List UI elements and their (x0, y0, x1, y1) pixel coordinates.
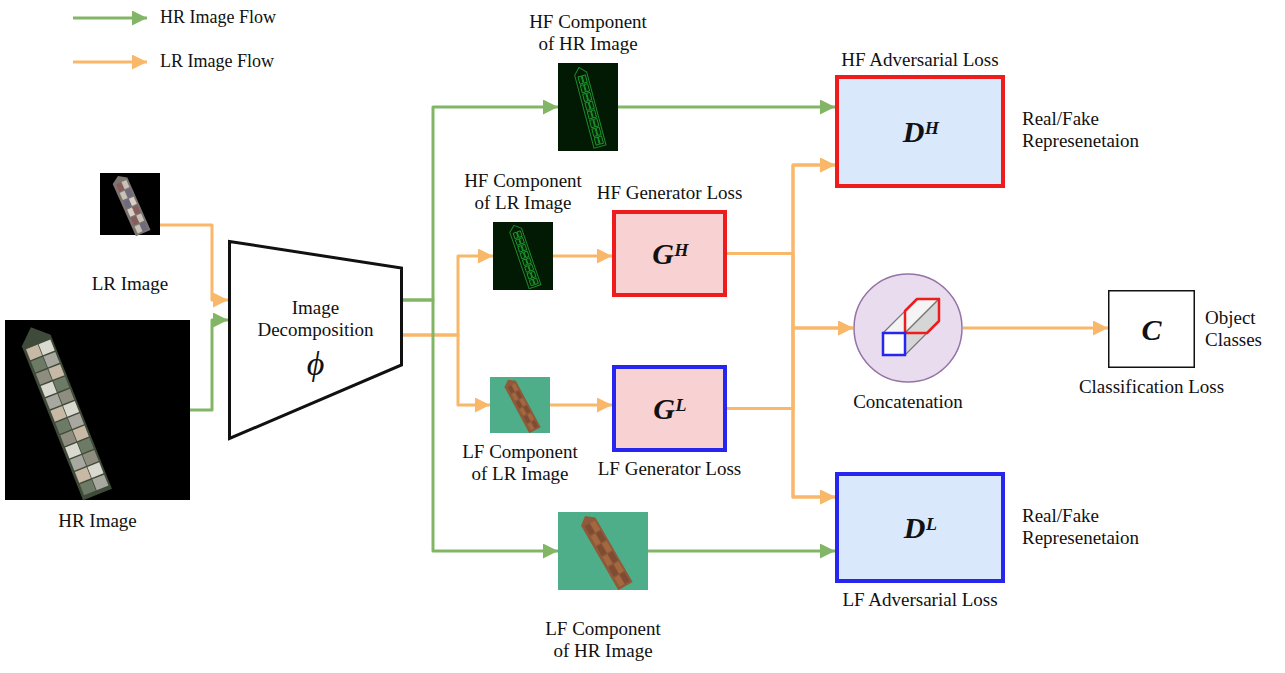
legend-swatch (73, 61, 147, 64)
image-thumbnail-shape (558, 512, 648, 590)
node-caption: HR Image (38, 510, 158, 532)
concat-icon (883, 299, 939, 355)
node-caption: HF Component of LR Image (458, 170, 588, 214)
flow-arrow (727, 254, 853, 329)
node-caption: HF Component of HR Image (523, 11, 653, 55)
side-note: Real/Fake Represenetaion (1022, 505, 1162, 549)
image-thumbnail-shape (490, 377, 550, 433)
node-content: Dᴴ (835, 75, 1005, 188)
node-caption: LR Image (75, 273, 185, 295)
ship-picture (558, 63, 618, 151)
flow-arrow (403, 335, 490, 405)
decomposition-block: Image Decomposition ϕ (228, 240, 403, 440)
node-content (100, 173, 160, 235)
flow-arrow (553, 255, 612, 258)
concat-circle-shape (853, 273, 963, 383)
flow-arrow (190, 320, 228, 410)
image-thumbnail-shape (100, 173, 160, 235)
flow-arrow (727, 409, 835, 498)
generator-box: GᴴHF Generator Loss (612, 210, 727, 297)
ship-picture (490, 377, 550, 434)
image-thumbnail: LF Component of LR Image (490, 377, 550, 433)
legend-text: LR Image Flow (160, 51, 274, 72)
flow-arrow (727, 165, 835, 254)
flow-arrow (648, 550, 835, 553)
legend-swatch (73, 17, 147, 20)
node-content (493, 222, 553, 290)
image-thumbnail-shape (5, 320, 190, 500)
flow-arrow (403, 300, 558, 551)
node-symbol: C (1141, 313, 1161, 346)
node-caption: HF Generator Loss (570, 182, 770, 204)
node-caption: HF Adversarial Loss (810, 49, 1030, 71)
image-thumbnail: LR Image (100, 173, 160, 235)
node-symbol: Dᴸ (904, 511, 937, 544)
discriminator-box: DᴴHF Adversarial Loss (835, 75, 1005, 188)
ship-picture (100, 173, 160, 237)
flow-arrow (618, 106, 835, 109)
node-caption: LF Component of HR Image (538, 618, 668, 662)
node-caption: Object Classes (1205, 307, 1280, 351)
flow-arrow (727, 328, 853, 409)
node-caption: LF Generator Loss (570, 458, 770, 480)
concat-circle: Concatenation (853, 273, 963, 383)
ship-picture (558, 512, 648, 590)
node-caption: LF Component of LR Image (455, 441, 585, 485)
node-caption: Classification Loss (1052, 376, 1252, 398)
image-thumbnail-shape (558, 63, 618, 151)
node-symbol: Dᴴ (903, 115, 938, 148)
ship-picture (5, 320, 190, 500)
flow-arrow (550, 404, 612, 407)
image-thumbnail: HF Component of LR Image (493, 222, 553, 290)
discriminator-box: DᴸLF Adversarial Loss (835, 472, 1005, 583)
flow-arrow (727, 254, 835, 498)
flow-arrow (963, 327, 1108, 330)
node-content: C (1108, 290, 1195, 368)
node-content: Dᴸ (835, 472, 1005, 583)
node-symbol: Gᴴ (652, 237, 687, 270)
image-thumbnail: HF Component of HR Image (558, 63, 618, 151)
node-content (490, 377, 550, 433)
node-symbol: ϕ (307, 345, 325, 382)
flow-arrow (727, 165, 835, 409)
node-content (5, 320, 190, 500)
image-thumbnail: LF Component of HR Image (558, 512, 648, 590)
generator-box: GᴸLF Generator Loss (612, 365, 727, 452)
ship-picture (493, 222, 553, 290)
flow-arrow (160, 225, 228, 300)
image-thumbnail: HR Image (5, 320, 190, 500)
node-symbol: Image Decomposition (241, 297, 391, 341)
node-symbol: Gᴸ (653, 392, 686, 425)
image-thumbnail-shape (493, 222, 553, 290)
node-content: Gᴴ (612, 210, 727, 297)
node-content: Gᴸ (612, 365, 727, 452)
node-content (853, 273, 963, 383)
legend-text: HR Image Flow (160, 7, 276, 28)
node-caption: Concatenation (828, 391, 988, 413)
node-content (558, 63, 618, 151)
node-content: Image Decomposition ϕ (228, 240, 403, 440)
classifier-box: CObject ClassesClassification Loss (1108, 290, 1195, 368)
flow-arrow (403, 256, 493, 335)
node-content (558, 512, 648, 590)
node-caption: LF Adversarial Loss (810, 589, 1030, 611)
side-note: Real/Fake Represenetaion (1022, 108, 1162, 152)
